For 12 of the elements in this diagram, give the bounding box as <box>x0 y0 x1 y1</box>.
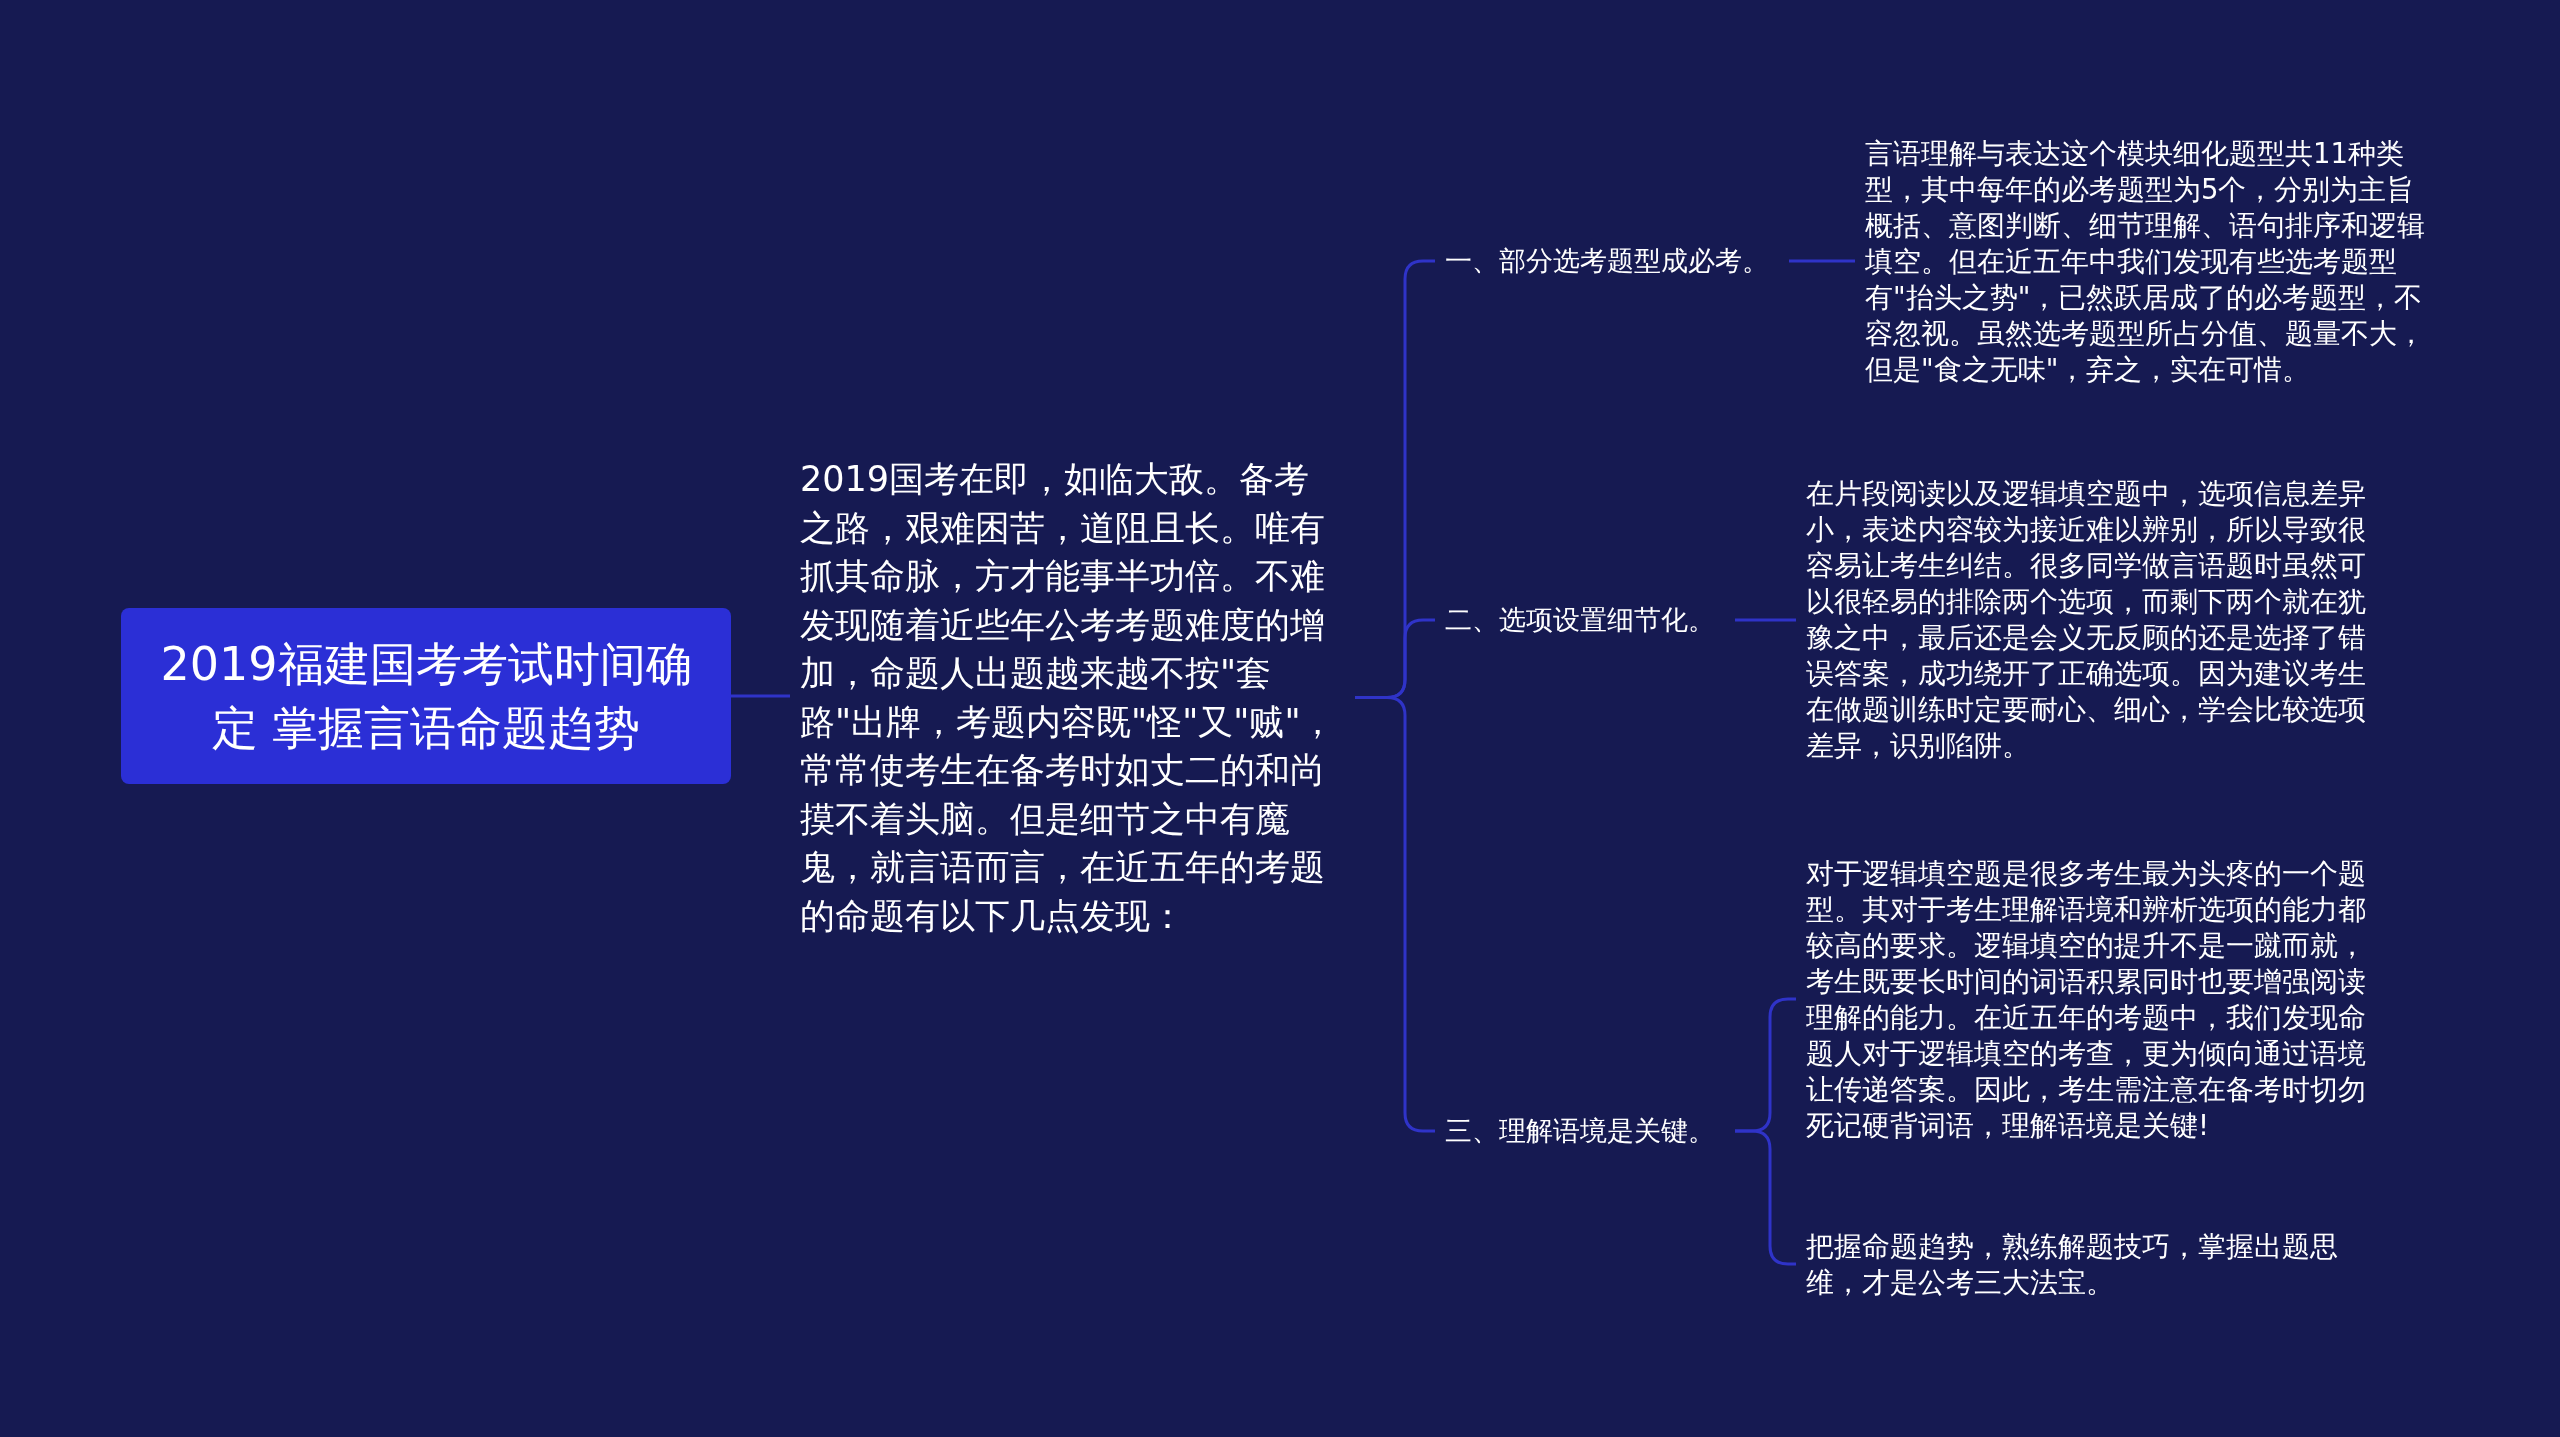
connector-line <box>731 694 790 698</box>
root-topic-box: 2019福建国考考试时间确定 掌握言语命题趋势 <box>121 608 731 784</box>
summary-text: 2019国考在即，如临大敌。备考之路，艰难困苦，道阻且长。唯有抓其命脉，方才能事半功倍。不难发现随着近些年公考考题难度的增加，命题人出题越来越不按"套路"出牌，考题内容既"怪"又"贼"，常常使考生在备考时如丈二的和尚摸不着头脑。但是细节之中有魔鬼，就言语而言，在近五年的考题的命题有以下几点发现： <box>800 455 1340 940</box>
detail-text: 对于逻辑填空题是很多考生最为头疼的一个题型。其对于考生理解语境和辨析选项的能力都较高的要求。逻辑填空的提升不是一蹴而就，考生既要长时间的词语积累同时也要增强阅读理解的能力。在近五年的考题中，我们发现命题人对于逻辑填空的考查，更为倾向通过语境让传递答案。因此，考生需注意在备考时切勿死记硬背词语，理解语境是关键! <box>1806 855 2376 1143</box>
branch-label: 二、选项设置细节化。 <box>1445 602 1715 638</box>
detail-text: 在片段阅读以及逻辑填空题中，选项信息差异小，表述内容较为接近难以辨别，所以导致很容易让考生纠结。很多同学做言语题时虽然可以很轻易的排除两个选项，而剩下两个就在犹豫之中，最后还是会义无反顾的还是选择了错误答案，成功绕开了正确选项。因为建议考生在做题训练时定要耐心、细心，学会比较选项差异，识别陷阱。 <box>1806 475 2376 763</box>
connector-line <box>1735 618 1796 622</box>
branch-label: 三、理解语境是关键。 <box>1445 1113 1715 1149</box>
detail-text: 言语理解与表达这个模块细化题型共11种类型，其中每年的必考题型为5个，分别为主旨概括、意图判断、细节理解、语句排序和逻辑填空。但在近五年中我们发现有些选考题型有"抬头之势"，已然跃居成了的必考题型，不容忽视。虽然选考题型所占分值、题量不大，但是"食之无味"，弃之，实在可惜。 <box>1865 135 2435 387</box>
connector-line <box>1789 259 1855 263</box>
branch-label: 一、部分选考题型成必考。 <box>1445 243 1769 279</box>
detail-text: 把握命题趋势，熟练解题技巧，掌握出题思维，才是公考三大法宝。 <box>1806 1228 2386 1300</box>
